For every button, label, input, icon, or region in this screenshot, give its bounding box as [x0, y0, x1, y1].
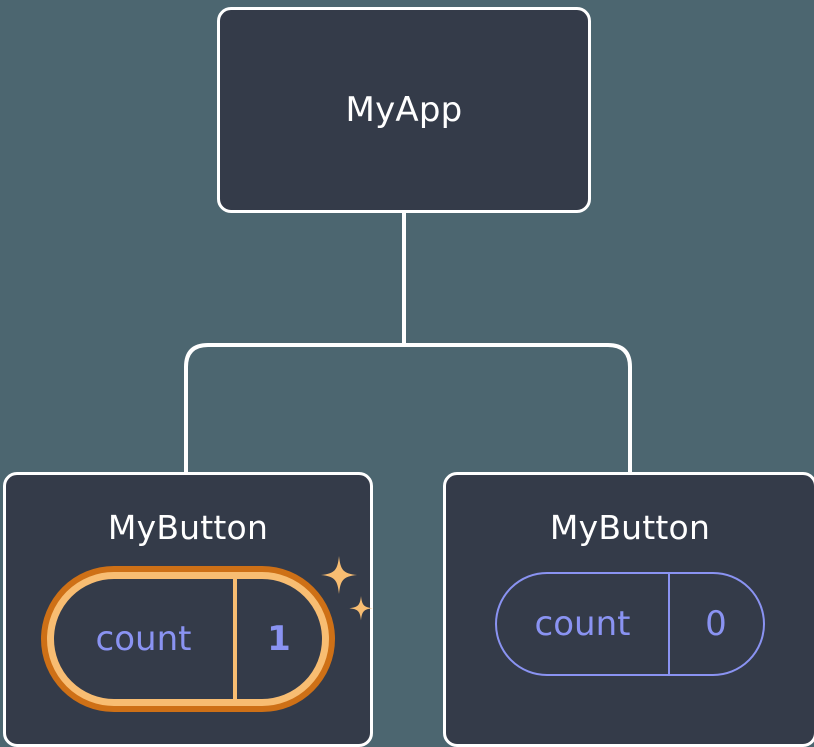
sparkle-large-icon: [321, 556, 357, 594]
node-title: MyApp: [345, 90, 463, 130]
state-divider: [233, 579, 237, 699]
state-key-label: count: [95, 619, 192, 659]
node-myapp[interactable]: MyApp: [217, 7, 591, 213]
connector-bus: [184, 343, 632, 472]
node-mybutton-right[interactable]: MyButton count 0: [443, 472, 814, 747]
state-pill[interactable]: count 0: [495, 572, 765, 676]
state-divider: [668, 574, 670, 674]
state-pill-wrapper: count 0: [495, 572, 765, 676]
state-key-label: count: [534, 604, 631, 644]
state-value-label: 0: [705, 604, 727, 644]
state-value-label: 1: [267, 619, 291, 659]
state-pill-wrapper: count 1: [47, 556, 373, 706]
node-title: MyButton: [107, 508, 269, 547]
node-title: MyButton: [549, 508, 711, 547]
state-pill-highlighted[interactable]: count 1: [47, 572, 329, 706]
sparkle-small-icon: [349, 596, 373, 621]
node-mybutton-left[interactable]: MyButton count 1: [3, 472, 373, 747]
